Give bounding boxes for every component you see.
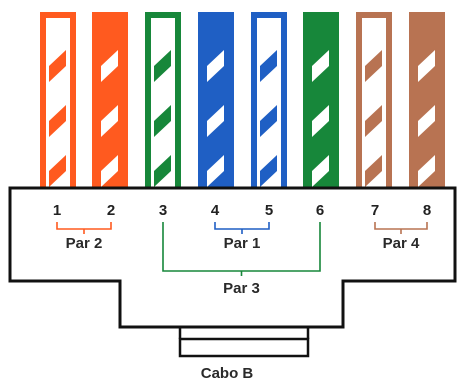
pin-number-8: 8: [423, 202, 431, 219]
par-3-bracket: Par 3: [162, 222, 321, 297]
par-1-bracket: Par 1: [214, 222, 270, 252]
par-2-bracket: Par 2: [56, 222, 112, 252]
wire-3-stripe-1: [154, 50, 171, 82]
wire-5-stripe-bg: [257, 18, 281, 188]
par-2-label: Par 2: [66, 235, 103, 252]
wire-6-body: [303, 12, 339, 188]
wire-2-stripe-3: [101, 155, 118, 187]
wire-5-stripe-1: [260, 50, 277, 82]
wire-3-stripe-2: [154, 105, 171, 137]
wire-4-body: [198, 12, 234, 188]
wire-1-stripe-3: [49, 155, 66, 187]
par-1-label: Par 1: [224, 235, 261, 252]
wire-7-stripe-1: [365, 50, 382, 82]
par-4-bracket: Par 4: [374, 222, 428, 252]
wire-6: [303, 12, 339, 188]
wire-7-stripe-3: [365, 155, 382, 187]
wire-group: [40, 12, 445, 188]
wire-3: [145, 12, 181, 188]
wire-8-stripe-3: [418, 155, 435, 187]
wire-3-stripe-bg: [151, 18, 175, 188]
pin-number-1: 1: [53, 202, 61, 219]
pin-number-5: 5: [265, 202, 273, 219]
wire-6-stripe-2: [312, 105, 329, 137]
par-4-connector-line: [374, 222, 428, 234]
wire-8-body: [409, 12, 445, 188]
par-1-connector-line: [214, 222, 270, 234]
wire-5-stripe-3: [260, 155, 277, 187]
pin-number-3: 3: [159, 202, 167, 219]
wire-2-stripe-2: [101, 105, 118, 137]
pin-number-group: 1 2 3 4 5 6 7 8: [53, 202, 431, 219]
wire-4: [198, 12, 234, 188]
connector-latch: [178, 337, 310, 358]
par-3-connector-line: [162, 222, 321, 276]
wire-4-stripe-1: [207, 50, 224, 82]
wire-1: [40, 12, 76, 188]
wire-8-stripe-2: [418, 105, 435, 137]
wire-4-stripe-2: [207, 105, 224, 137]
pin-number-6: 6: [316, 202, 324, 219]
wire-2-body: [92, 12, 128, 188]
wire-2-stripe-1: [101, 50, 118, 82]
par-4-label: Par 4: [383, 235, 420, 252]
wire-2: [92, 12, 128, 188]
wire-7-stripe-2: [365, 105, 382, 137]
connector-body: [8, 186, 457, 329]
par-3-label: Par 3: [223, 280, 260, 297]
wire-5: [251, 12, 287, 188]
pair-group: Par 2 Par 1 Par 4 Par 3: [56, 222, 428, 297]
wire-6-stripe-1: [312, 50, 329, 82]
cable-caption: Cabo B: [201, 365, 254, 382]
wire-1-stripe-2: [49, 105, 66, 137]
wire-5-stripe-2: [260, 105, 277, 137]
wire-1-stripe-bg: [46, 18, 70, 188]
wire-8: [409, 12, 445, 188]
wire-6-stripe-3: [312, 155, 329, 187]
wire-7-stripe-bg: [362, 18, 386, 188]
wire-3-stripe-3: [154, 155, 171, 187]
wire-7: [356, 12, 392, 188]
wire-8-stripe-1: [418, 50, 435, 82]
wire-4-stripe-3: [207, 155, 224, 187]
pin-number-2: 2: [107, 202, 115, 219]
par-2-connector-line: [56, 222, 112, 234]
pin-number-4: 4: [211, 202, 220, 219]
pin-number-7: 7: [371, 202, 379, 219]
wire-1-stripe-1: [49, 50, 66, 82]
